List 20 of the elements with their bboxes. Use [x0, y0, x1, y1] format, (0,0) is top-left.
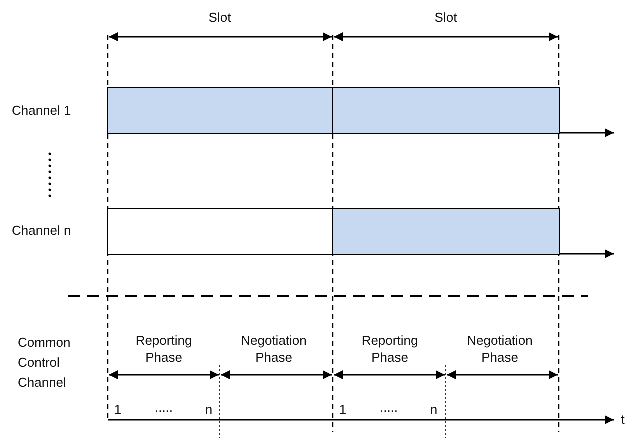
slot-index: 1 [338, 401, 348, 418]
ellipsis-text: ..... [154, 399, 174, 416]
phase-label: Reporting Phase [360, 332, 420, 366]
channel-label: Common Control Channel [18, 334, 72, 392]
ellipsis-text: ..... [378, 399, 400, 416]
slot-index: n [429, 401, 439, 418]
slot-index: 1 [113, 401, 123, 418]
busy-slot-block [107, 87, 334, 134]
axis-label: t [620, 411, 626, 428]
busy-slot-block [332, 87, 560, 134]
slot-index: n [204, 401, 214, 418]
slot-label: Slot [434, 9, 458, 26]
channel-label: Channel n [12, 222, 72, 239]
channel-label: Channel 1 [12, 102, 72, 119]
phase-label: Reporting Phase [134, 332, 194, 366]
phase-label: Negotiation Phase [240, 332, 308, 366]
phase-label: Negotiation Phase [466, 332, 534, 366]
slot-label: Slot [208, 9, 232, 26]
idle-slot-block [107, 208, 334, 255]
busy-slot-block [332, 208, 560, 255]
